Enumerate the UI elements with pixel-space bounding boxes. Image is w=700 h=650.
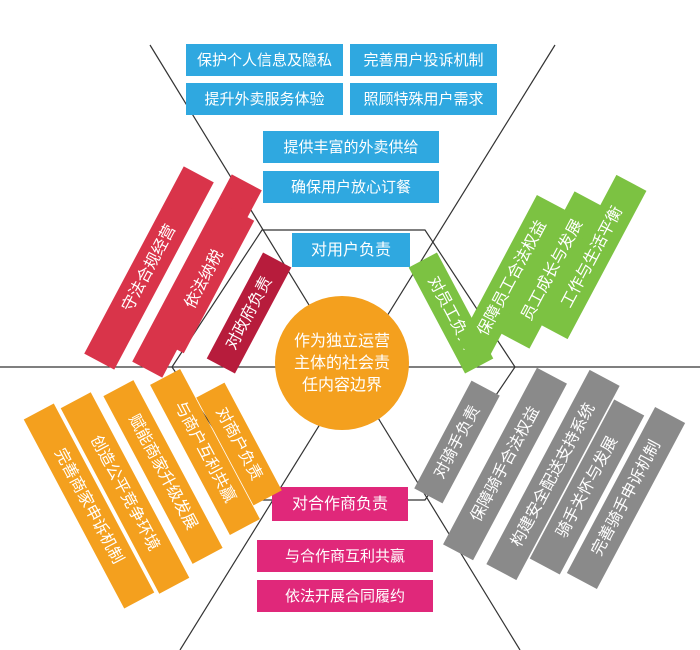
partner-item-2: 依法开展合同履约 bbox=[257, 580, 433, 612]
partner-title: 对合作商负责 bbox=[272, 487, 408, 521]
center-label: 作为独立运营主体的社会责任内容边界 bbox=[294, 331, 391, 394]
inner-hexagon bbox=[171, 229, 516, 501]
user-item-6: 确保用户放心订餐 bbox=[263, 171, 439, 203]
user-item-1: 保护个人信息及隐私 bbox=[186, 44, 343, 76]
center-circle: 作为独立运营主体的社会责任内容边界 bbox=[275, 296, 409, 430]
user-item-2: 完善用户投诉机制 bbox=[350, 44, 497, 76]
user-item-4: 照顾特殊用户需求 bbox=[350, 83, 497, 115]
user-item-3: 提升外卖服务体验 bbox=[186, 83, 343, 115]
user-item-5: 提供丰富的外卖供给 bbox=[263, 131, 439, 163]
partner-item-1: 与合作商互利共赢 bbox=[257, 540, 433, 572]
user-title: 对用户负责 bbox=[292, 233, 410, 267]
